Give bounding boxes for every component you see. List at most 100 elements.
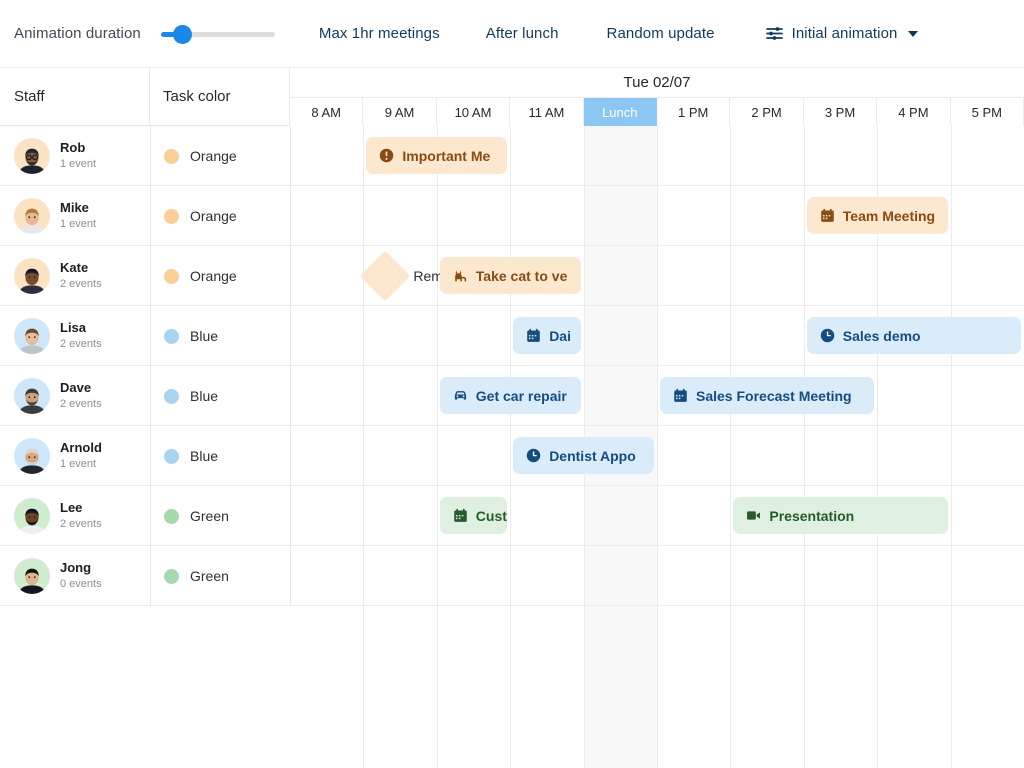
clock-icon (820, 328, 835, 343)
staff-name: Lee (60, 500, 83, 516)
event-bar[interactable]: Get car repair (439, 377, 581, 414)
avatar (14, 498, 50, 534)
hour-header-5-pm[interactable]: 5 PM (950, 98, 1024, 126)
event-bar[interactable]: Custome (439, 497, 508, 534)
task-color-cell[interactable]: Green (150, 486, 290, 546)
hour-header-1-pm[interactable]: 1 PM (657, 98, 731, 126)
staff-name: Jong (60, 560, 92, 576)
task-color-cell[interactable]: Orange (150, 246, 290, 306)
task-color-cell[interactable]: Blue (150, 306, 290, 366)
table-row[interactable]: Rob 1 event Orange Important Me (0, 126, 1024, 186)
event-title: Sales demo (842, 327, 921, 344)
staff-name: Kate (60, 260, 89, 276)
task-color-label: Blue (190, 388, 219, 404)
color-swatch-icon (164, 208, 179, 224)
time-column-gridline (804, 126, 805, 768)
calendar-icon (453, 508, 468, 523)
time-column-gridline (437, 126, 438, 768)
hour-header-10-am[interactable]: 10 AM (436, 98, 511, 126)
column-header-task-color: Task color (150, 68, 290, 126)
hour-header-4-pm[interactable]: 4 PM (877, 98, 951, 126)
hour-header-lunch[interactable]: Lunch (583, 98, 657, 126)
task-color-cell[interactable]: Orange (150, 186, 290, 246)
calendar-icon (526, 328, 541, 343)
staff-name: Mike (60, 200, 89, 216)
max-1hr-meetings-button[interactable]: Max 1hr meetings (318, 25, 440, 42)
cat-icon (453, 268, 468, 283)
hour-header-11-am[interactable]: 11 AM (510, 98, 584, 126)
staff-event-count: 1 event (60, 158, 97, 171)
slider-knob[interactable] (172, 24, 192, 44)
task-color-label: Orange (190, 208, 237, 224)
staff-event-count: 2 events (60, 338, 102, 351)
event-bar[interactable]: Dentist Appo (513, 437, 654, 474)
avatar (14, 138, 50, 174)
event-bar[interactable]: Dai (513, 317, 581, 354)
random-update-button[interactable]: Random update (606, 25, 715, 42)
after-lunch-button[interactable]: After lunch (485, 25, 559, 42)
staff-event-count: 1 event (60, 458, 97, 471)
staff-cell[interactable]: Rob 1 event (0, 126, 150, 186)
event-bar[interactable]: Team Meeting (806, 197, 948, 234)
event-bar[interactable]: Presentation (733, 497, 948, 534)
table-row[interactable]: Dave 2 events Blue Get car repair Sales Fore… (0, 366, 1024, 426)
slider-track (160, 31, 275, 37)
initial-animation-dropdown[interactable]: Initial animation (765, 25, 918, 42)
color-swatch-icon (164, 148, 179, 164)
staff-cell[interactable]: Dave 2 events (0, 366, 150, 426)
task-color-label: Orange (190, 268, 237, 284)
staff-event-count: 2 events (60, 398, 102, 411)
event-bar[interactable]: Important Me (366, 137, 508, 174)
color-swatch-icon (164, 388, 179, 404)
event-bar[interactable]: Sales Forecast Meeting (660, 377, 875, 414)
event-bar[interactable]: Take cat to ve (439, 257, 581, 294)
task-color-label: Orange (190, 148, 237, 164)
task-color-label: Green (190, 508, 229, 524)
avatar (14, 438, 50, 474)
toolbar: Animation duration Max 1hr meetings Afte… (0, 0, 1024, 68)
event-title: Presentation (769, 507, 855, 524)
animation-duration-label: Animation duration (14, 25, 141, 42)
task-color-label: Blue (190, 328, 219, 344)
date-header: Tue 02/07 (290, 68, 1024, 98)
initial-animation-label: Initial animation (791, 25, 898, 42)
task-color-label: Blue (190, 448, 219, 464)
task-color-cell[interactable]: Orange (150, 126, 290, 186)
hour-header-3-pm[interactable]: 3 PM (803, 98, 878, 126)
task-color-cell[interactable]: Blue (150, 366, 290, 426)
staff-name: Rob (60, 140, 86, 156)
calendar-icon (820, 208, 835, 223)
event-title: Sales Forecast Meeting (696, 387, 852, 404)
event-title: Dentist Appo (549, 447, 636, 464)
hour-header-8-am[interactable]: 8 AM (290, 98, 364, 126)
calendar-icon (673, 388, 688, 403)
avatar (14, 258, 50, 294)
animation-duration-slider[interactable] (160, 24, 275, 44)
avatar (14, 378, 50, 414)
chevron-down-icon (907, 30, 918, 37)
column-separator (290, 126, 291, 606)
diamond-icon (359, 250, 411, 301)
task-color-cell[interactable]: Green (150, 546, 290, 606)
event-bar[interactable]: Sales demo (806, 317, 1021, 354)
staff-name: Dave (60, 380, 92, 396)
task-color-cell[interactable]: Blue (150, 426, 290, 486)
time-column-gridline (730, 126, 731, 768)
hour-header-2-pm[interactable]: 2 PM (730, 98, 804, 126)
hour-header-9-am[interactable]: 9 AM (363, 98, 437, 126)
